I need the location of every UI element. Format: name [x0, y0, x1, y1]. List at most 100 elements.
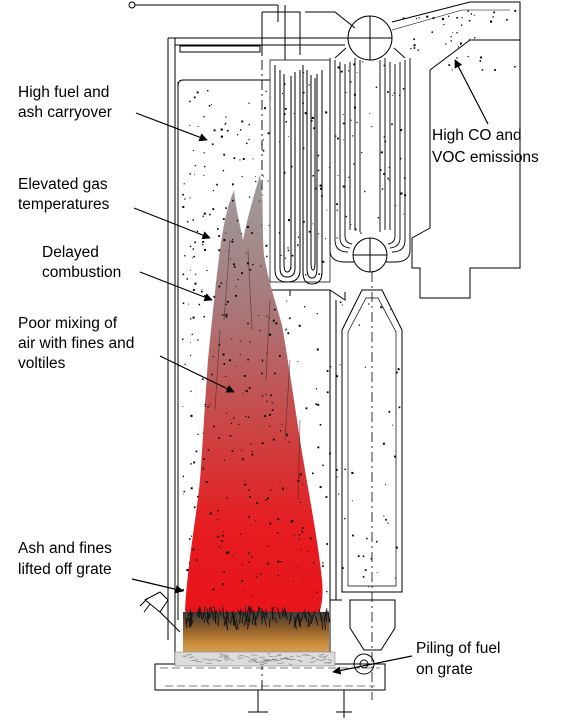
ash-particle — [383, 173, 385, 175]
label-fuel-piling: Piling of fuel on grate — [416, 640, 505, 678]
ash-particle — [189, 269, 191, 271]
ash-particle — [262, 360, 264, 362]
ash-particle — [200, 290, 203, 293]
ash-particle — [189, 100, 191, 103]
ash-particle — [322, 565, 324, 567]
ash-particle — [441, 18, 444, 21]
ash-particle — [321, 195, 323, 197]
ash-particle — [368, 303, 370, 305]
ash-particle — [189, 197, 191, 199]
ash-particle — [457, 46, 459, 48]
ash-particle — [198, 303, 201, 306]
ash-particle — [245, 390, 248, 393]
ash-particle — [290, 267, 292, 269]
ash-particle — [184, 363, 186, 365]
ash-particle — [190, 414, 193, 417]
furnace-inner-lining — [177, 79, 270, 620]
ash-particle — [241, 120, 244, 123]
ash-particle — [188, 538, 191, 540]
ash-particle — [238, 424, 240, 426]
ash-particle — [218, 249, 221, 252]
ash-particle — [213, 425, 215, 428]
ash-stroke — [277, 662, 284, 664]
ash-particle — [272, 319, 275, 322]
ash-particle — [261, 143, 263, 145]
ash-particle — [279, 481, 281, 483]
ash-particle — [351, 500, 353, 502]
ash-particle — [246, 142, 248, 145]
ash-particle — [416, 18, 417, 20]
ash-particle — [269, 522, 272, 525]
fuel-stroke — [226, 611, 230, 623]
ash-particle — [299, 473, 302, 476]
ash-stroke — [259, 663, 264, 666]
ash-particle — [366, 537, 368, 540]
ash-particle — [202, 468, 204, 470]
ash-particle — [223, 239, 226, 241]
fuel-stroke — [204, 606, 206, 617]
ash-particle — [402, 88, 405, 90]
fuel-stroke — [310, 614, 314, 624]
ash-particle — [460, 42, 462, 45]
ash-particle — [211, 373, 213, 376]
ash-particle — [243, 375, 246, 377]
fuel-stroke — [208, 607, 211, 620]
ash-particle — [431, 31, 433, 33]
ash-particle — [456, 32, 458, 34]
ash-particle — [236, 365, 237, 367]
ash-stroke — [262, 658, 268, 660]
ash-particle — [221, 314, 223, 316]
ash-particle — [325, 496, 328, 498]
ash-particle — [262, 139, 264, 141]
ash-particle — [244, 483, 247, 486]
ash-particle — [393, 92, 395, 94]
ash-particle — [376, 572, 378, 574]
ash-particle — [301, 530, 304, 533]
ash-particle — [293, 581, 294, 583]
fuel-stroke — [213, 606, 217, 616]
ash-particle — [280, 255, 282, 256]
ash-particle — [248, 196, 251, 198]
ash-stroke — [310, 657, 316, 660]
ash-particle — [345, 215, 348, 218]
steam-valve — [128, 1, 136, 9]
ash-particle — [470, 13, 472, 15]
ash-particle — [354, 106, 356, 109]
ash-particle — [493, 11, 495, 14]
ash-stroke — [318, 656, 326, 658]
ash-particle — [303, 72, 305, 73]
ash-particle — [402, 17, 405, 19]
ash-particle — [247, 322, 249, 325]
ash-particle — [224, 123, 226, 125]
ash-hopper — [349, 599, 396, 651]
ash-particle — [236, 134, 239, 136]
ash-particle — [460, 44, 462, 45]
ash-particle — [310, 119, 313, 122]
ash-particle — [448, 64, 451, 66]
ash-particle — [451, 32, 453, 33]
ash-particle — [467, 55, 469, 58]
ash-particle — [450, 35, 452, 38]
ash-particle — [213, 129, 216, 132]
ash-particle — [255, 181, 257, 183]
ash-particle — [192, 219, 194, 221]
ash-particle — [316, 591, 318, 593]
ash-particle — [183, 490, 185, 493]
fuel-stroke — [215, 609, 218, 615]
ash-particle — [288, 219, 290, 222]
fuel-stroke — [260, 607, 265, 613]
fuel-stroke — [294, 613, 299, 625]
ash-particle — [283, 83, 286, 86]
ash-particle — [287, 249, 290, 252]
ash-particle — [297, 236, 300, 238]
fuel-stroke — [232, 615, 235, 626]
ash-stroke — [319, 654, 325, 656]
ash-particle — [382, 442, 385, 445]
ash-particle — [258, 200, 260, 202]
rear-pass-inner — [347, 297, 397, 587]
ash-particle — [377, 217, 380, 219]
ash-particle — [290, 165, 293, 168]
ash-particle — [280, 430, 282, 432]
ash-particle — [353, 63, 356, 66]
